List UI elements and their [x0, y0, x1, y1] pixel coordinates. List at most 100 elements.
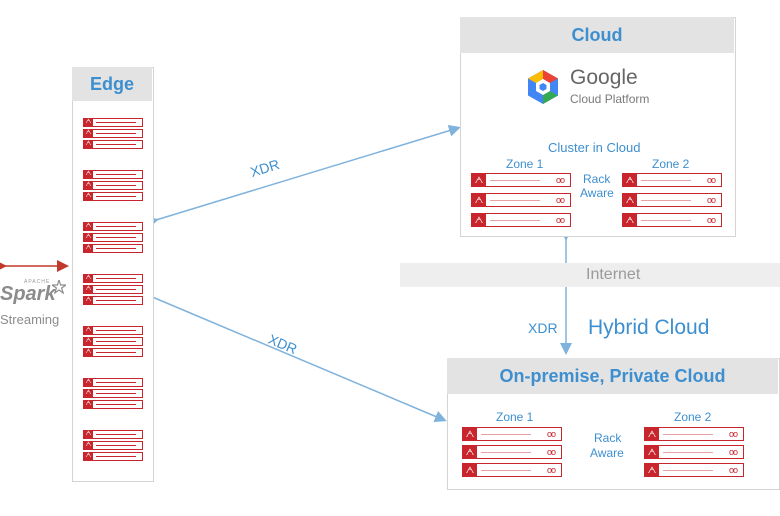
edge-server-unit: ᗅ — [83, 296, 143, 305]
edge-server-unit: ᗅ — [83, 233, 143, 242]
spark-logo-text: Spark — [0, 283, 56, 305]
premise-aware-label: Aware — [590, 446, 624, 460]
edge-server-unit: ᗅ — [83, 441, 143, 450]
aerospike-logo-icon: ᗅ — [84, 431, 93, 438]
edge-server-unit: ᗅ — [83, 389, 143, 398]
edge-server-unit: ᗅ — [83, 222, 143, 231]
aerospike-logo-icon: ᗅ — [84, 327, 93, 334]
aerospike-logo-icon: ᗅ — [84, 286, 93, 293]
server-status-dots: oo — [555, 175, 565, 185]
edge-server-unit: ᗅ — [83, 285, 143, 294]
aerospike-logo-icon: ᗅ — [645, 446, 659, 458]
cluster-in-cloud-label: Cluster in Cloud — [548, 140, 641, 155]
cloud-platform-text: Cloud Platform — [570, 92, 650, 106]
server-bar — [663, 452, 713, 453]
server-bar — [96, 174, 136, 175]
server-bar — [663, 470, 713, 471]
server-bar — [663, 434, 713, 435]
cloud-zone1-label: Zone 1 — [506, 157, 544, 171]
server-status-dots: oo — [728, 465, 738, 475]
server-status-dots: oo — [555, 195, 565, 205]
server-bar — [96, 341, 136, 342]
cloud-aware-label: Aware — [580, 186, 614, 200]
server-bar — [96, 382, 136, 383]
edge-server-unit: ᗅ — [83, 326, 143, 335]
aerospike-logo-icon: ᗅ — [84, 234, 93, 241]
cloud-rack-label: Rack — [583, 172, 611, 186]
premise-zone2-label: Zone 2 — [674, 410, 712, 424]
hybrid-cloud-label: Hybrid Cloud — [588, 316, 710, 339]
server-bar — [490, 220, 540, 221]
aerospike-logo-icon: ᗅ — [84, 379, 93, 386]
edge-server-unit: ᗅ — [83, 181, 143, 190]
aerospike-logo-icon: ᗅ — [84, 245, 93, 252]
aerospike-logo-icon: ᗅ — [84, 171, 93, 178]
google-brand-text: Google — [570, 66, 638, 89]
server-bar — [96, 434, 136, 435]
edge-server-unit: ᗅ — [83, 337, 143, 346]
aerospike-logo-icon: ᗅ — [84, 275, 93, 282]
server-bar — [96, 300, 136, 301]
aerospike-logo-icon: ᗅ — [84, 119, 93, 126]
edge-server-unit: ᗅ — [83, 244, 143, 253]
premise-rack-label: Rack — [594, 431, 622, 445]
server-bar — [96, 144, 136, 145]
edge-server-unit: ᗅ — [83, 400, 143, 409]
aerospike-logo-icon: ᗅ — [463, 428, 477, 440]
server-bar — [96, 330, 136, 331]
server-status-dots: oo — [728, 429, 738, 439]
aerospike-logo-icon: ᗅ — [645, 428, 659, 440]
server-status-dots: oo — [546, 447, 556, 457]
apache-text: APACHE — [24, 279, 51, 285]
edge-server-unit: ᗅ — [83, 140, 143, 149]
edge-title: Edge — [72, 67, 152, 101]
xdr-edge-premise-arrow — [139, 286, 447, 423]
server-bar — [481, 434, 531, 435]
server-bar — [96, 226, 136, 227]
server-status-dots: oo — [706, 195, 716, 205]
aerospike-logo-icon: ᗅ — [84, 297, 93, 304]
aerospike-logo-icon: ᗅ — [623, 174, 637, 186]
server-bar — [96, 122, 136, 123]
server-bar — [96, 352, 136, 353]
aerospike-logo-icon: ᗅ — [84, 130, 93, 137]
aerospike-logo-icon: ᗅ — [84, 141, 93, 148]
aerospike-logo-icon: ᗅ — [84, 338, 93, 345]
server-bar — [96, 445, 136, 446]
spark-star-icon — [52, 280, 66, 294]
server-bar — [96, 133, 136, 134]
server-bar — [481, 452, 531, 453]
cloud-title: Cloud — [460, 17, 734, 53]
aerospike-logo-icon: ᗅ — [463, 446, 477, 458]
cloud-zone2-server: ᗅ oo — [622, 193, 722, 207]
server-bar — [96, 456, 136, 457]
premise-zone1-server: ᗅ oo — [462, 445, 562, 459]
aerospike-logo-icon: ᗅ — [84, 193, 93, 200]
edge-server-unit: ᗅ — [83, 274, 143, 283]
edge-server-unit: ᗅ — [83, 348, 143, 357]
xdr-edge-cloud-arrow — [145, 124, 461, 229]
edge-server-unit: ᗅ — [83, 378, 143, 387]
on-premise-title: On-premise, Private Cloud — [447, 358, 778, 394]
internet-band: Internet — [400, 263, 780, 287]
aerospike-logo-icon: ᗅ — [645, 464, 659, 476]
server-bar — [490, 200, 540, 201]
server-bar — [96, 289, 136, 290]
edge-server-unit: ᗅ — [83, 430, 143, 439]
cloud-zone2-label: Zone 2 — [652, 157, 690, 171]
edge-server-unit: ᗅ — [83, 192, 143, 201]
server-bar — [96, 278, 136, 279]
internet-label: Internet — [586, 266, 641, 283]
premise-zone2-server: ᗅ oo — [644, 463, 744, 477]
google-cloud-icon — [528, 70, 558, 104]
server-bar — [490, 180, 540, 181]
aerospike-logo-icon: ᗅ — [463, 464, 477, 476]
server-status-dots: oo — [555, 215, 565, 225]
aerospike-logo-icon: ᗅ — [623, 194, 637, 206]
